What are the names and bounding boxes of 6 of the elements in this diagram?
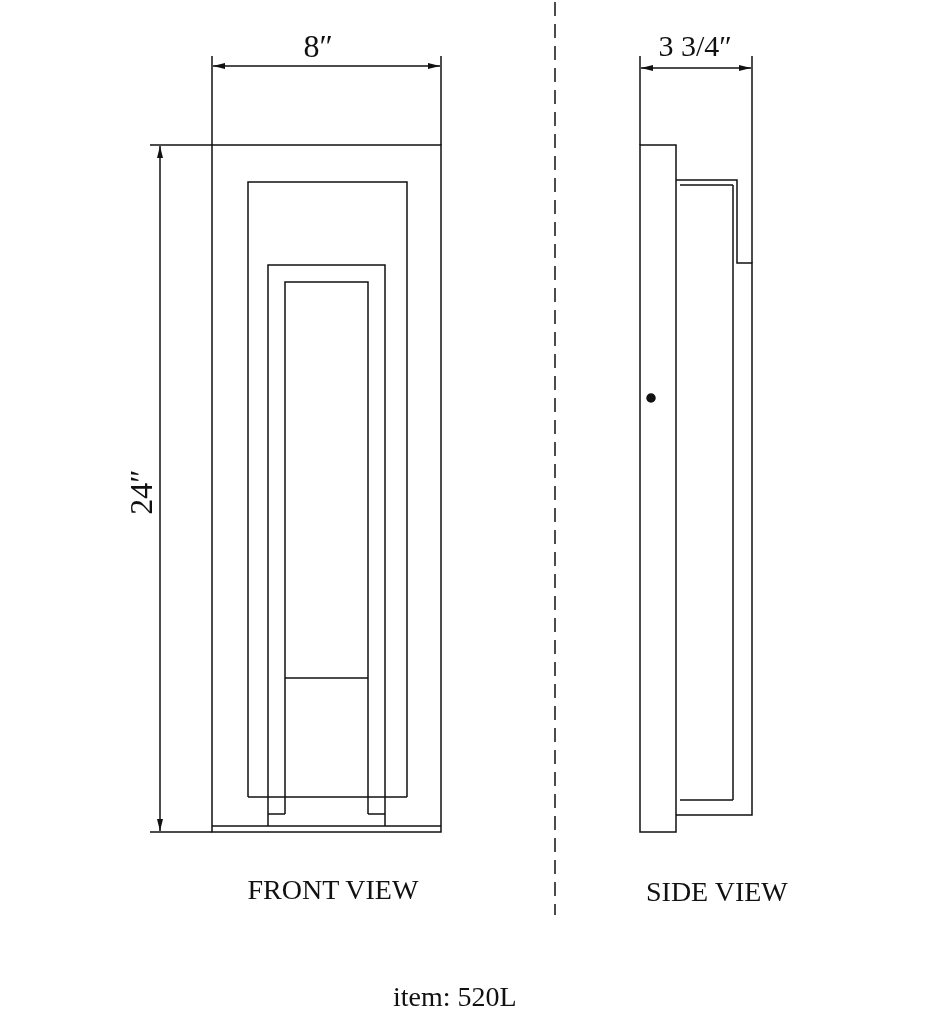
item-number: item: 520L [393,983,517,1011]
view-title: FRONT VIEW [247,876,419,904]
dimension-label: 3 3/4″ [658,31,732,61]
dimension-label: 8″ [303,30,333,62]
dimension-label: 24″ [124,469,157,515]
view-title: SIDE VIEW [646,878,788,906]
